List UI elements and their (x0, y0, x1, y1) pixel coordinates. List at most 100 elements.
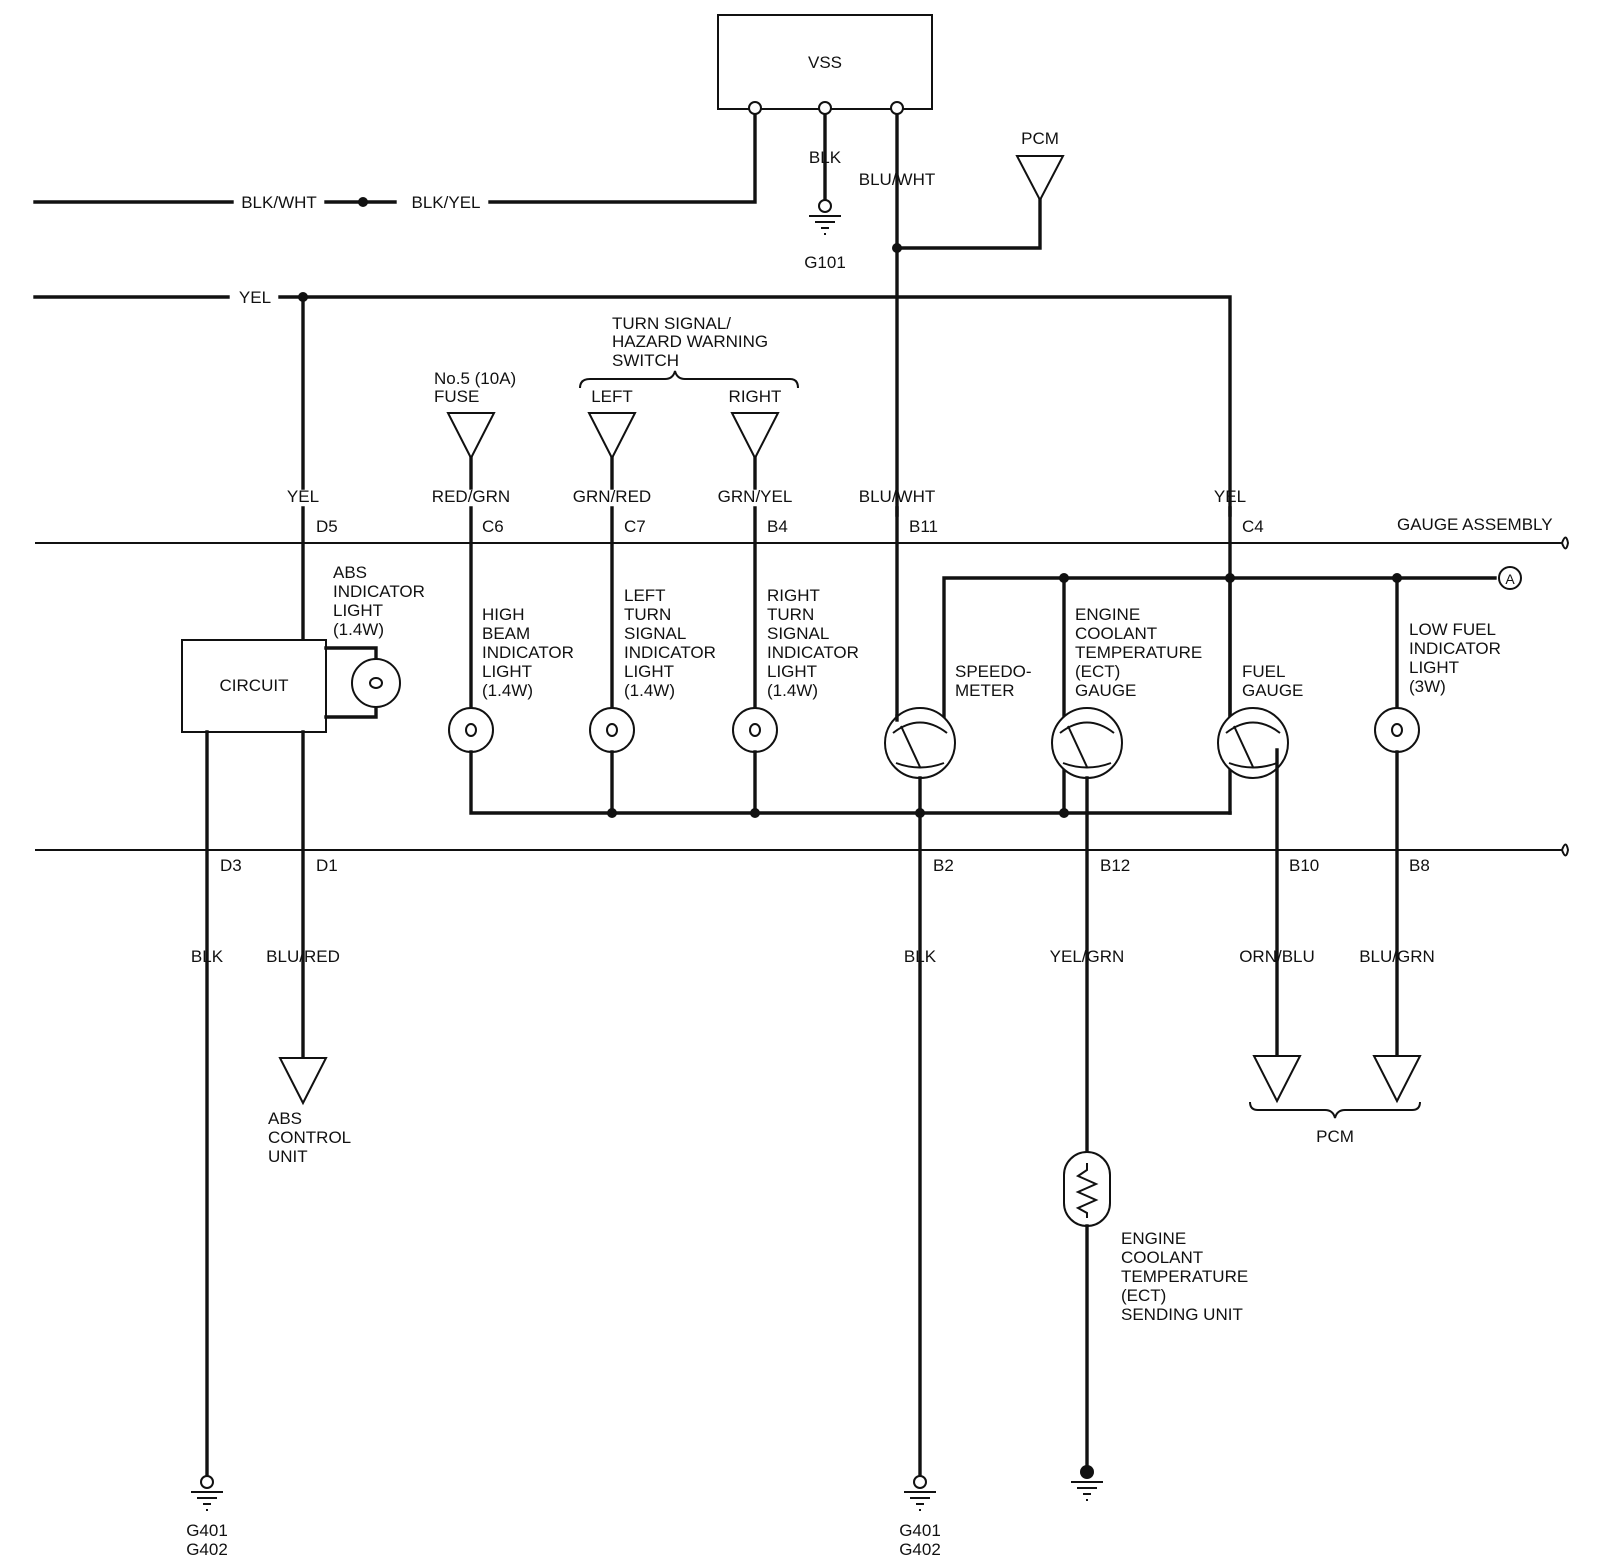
pin-c7: C7 (624, 517, 646, 536)
abs-light-label-4: (1.4W) (333, 620, 384, 639)
abs-indicator-bulb-icon (351, 658, 401, 708)
vss-label: VSS (808, 53, 842, 72)
left-turn-label-3: SIGNAL (624, 624, 686, 643)
fuel-gauge-icon (1217, 707, 1289, 779)
right-turn-bulb-icon (732, 707, 778, 753)
abs-light-label-2: INDICATOR (333, 582, 425, 601)
blu-wht-label: BLU/WHT (859, 487, 936, 506)
low-fuel-label-4: (3W) (1409, 677, 1446, 696)
abs-control-label-2: CONTROL (268, 1128, 351, 1147)
left-turn-label-6: (1.4W) (624, 681, 675, 700)
pcm-bottom-label: PCM (1316, 1127, 1354, 1146)
blk-wht-label: BLK/WHT (241, 193, 317, 212)
right-turn-label-2: TURN (767, 605, 814, 624)
g402-left-label: G402 (186, 1540, 228, 1559)
g101-label: G101 (804, 253, 846, 272)
gauge-assembly-bottom-boundary (35, 843, 1570, 857)
high-beam-bulb-icon (448, 707, 494, 753)
ect-gauge-label-1: ENGINE (1075, 605, 1140, 624)
left-switch-connector-icon (587, 412, 637, 461)
pin-b10: B10 (1289, 856, 1319, 875)
right-turn-label-4: INDICATOR (767, 643, 859, 662)
ground-g401-left-icon (191, 1491, 223, 1511)
blu-red-label: BLU/RED (266, 947, 340, 966)
pcm-fuel-connector-icon (1252, 1055, 1302, 1104)
ect-gauge-label-3: TEMPERATURE (1075, 643, 1202, 662)
blu-grn-label: BLU/GRN (1359, 947, 1435, 966)
fuse-label-1: No.5 (10A) (434, 369, 516, 388)
g401-left-label: G401 (186, 1521, 228, 1540)
right-turn-label-3: SIGNAL (767, 624, 829, 643)
pcm-top-wire (895, 198, 1042, 250)
grn-yel-label: GRN/YEL (718, 487, 793, 506)
splice-dot (358, 197, 368, 207)
vss-block: VSS (717, 14, 933, 110)
indicator-return-bus (469, 750, 1232, 815)
pin-d1: D1 (316, 856, 338, 875)
yel-right-label: YEL (1214, 487, 1246, 506)
yel-top-label: YEL (239, 288, 271, 307)
abs-light-label-1: ABS (333, 563, 367, 582)
vss-blk-label: BLK (809, 148, 842, 167)
right-turn-label-6: (1.4W) (767, 681, 818, 700)
ect-gauge-icon (1051, 707, 1123, 779)
left-turn-label-1: LEFT (624, 586, 666, 605)
ect-sending-unit-icon (1063, 1151, 1111, 1227)
low-fuel-label-2: INDICATOR (1409, 639, 1501, 658)
g401-mid-label: G401 (899, 1521, 941, 1540)
ect-sender-label-1: ENGINE (1121, 1229, 1186, 1248)
pcm-bottom-brace (1249, 1101, 1421, 1119)
low-fuel-label-3: LIGHT (1409, 658, 1459, 677)
ect-gauge-label-5: GAUGE (1075, 681, 1136, 700)
vss-blu-wht-label: BLU/WHT (859, 170, 936, 189)
orn-blu-label: ORN/BLU (1239, 947, 1315, 966)
yel-feed-bus (278, 295, 1232, 517)
red-grn-label: RED/GRN (432, 487, 510, 506)
ect-gauge-label-2: COOLANT (1075, 624, 1157, 643)
blk-yel-label: BLK/YEL (412, 193, 481, 212)
abs-control-label-3: UNIT (268, 1147, 308, 1166)
fuel-gauge-label-2: GAUGE (1242, 681, 1303, 700)
fuse-label-2: FUSE (434, 387, 479, 406)
gauge-assembly-label: GAUGE ASSEMBLY (1397, 515, 1553, 534)
low-fuel-label-1: LOW FUEL (1409, 620, 1496, 639)
low-fuel-indicator (1374, 707, 1420, 753)
left-turn-indicator (589, 707, 635, 753)
ect-sender-label-5: SENDING UNIT (1121, 1305, 1243, 1324)
abs-light-label-3: LIGHT (333, 601, 383, 620)
pin-d5: D5 (316, 517, 338, 536)
turn-switch-label-3: SWITCH (612, 351, 679, 370)
low-fuel-bulb-icon (1374, 707, 1420, 753)
switch-left-label: LEFT (591, 387, 633, 406)
ect-gauge-label-4: (ECT) (1075, 662, 1120, 681)
right-turn-label-1: RIGHT (767, 586, 820, 605)
connector-a-icon (1498, 566, 1522, 590)
left-turn-label-5: LIGHT (624, 662, 674, 681)
left-turn-label-4: INDICATOR (624, 643, 716, 662)
pin-c6: C6 (482, 517, 504, 536)
turn-switch-label-2: HAZARD WARNING (612, 332, 768, 351)
circuit-block (181, 639, 327, 733)
yel-left-label: YEL (287, 487, 319, 506)
pcm-top-label: PCM (1021, 129, 1059, 148)
pcm-low-fuel-connector-icon (1372, 1055, 1422, 1104)
pin-b2: B2 (933, 856, 954, 875)
ground-g401-mid-icon (904, 1491, 936, 1511)
abs-control-label-1: ABS (268, 1109, 302, 1128)
high-beam-label-4: LIGHT (482, 662, 532, 681)
gauge-assembly-top-boundary (35, 536, 1570, 550)
speedometer-label-1: SPEEDO- (955, 662, 1032, 681)
ground-ect-icon (1071, 1481, 1103, 1501)
switch-right-label: RIGHT (729, 387, 782, 406)
right-turn-indicator (732, 707, 778, 753)
high-beam-label-2: BEAM (482, 624, 530, 643)
grn-red-label: GRN/RED (573, 487, 651, 506)
left-turn-label-2: TURN (624, 605, 671, 624)
fuse-connector-icon (446, 412, 496, 461)
abs-control-connector-icon (278, 1057, 328, 1106)
turn-switch-label-1: TURN SIGNAL/ (612, 314, 731, 333)
high-beam-indicator (448, 707, 494, 753)
speedometer-label-2: METER (955, 681, 1015, 700)
connector-a-label: A (1505, 571, 1515, 587)
